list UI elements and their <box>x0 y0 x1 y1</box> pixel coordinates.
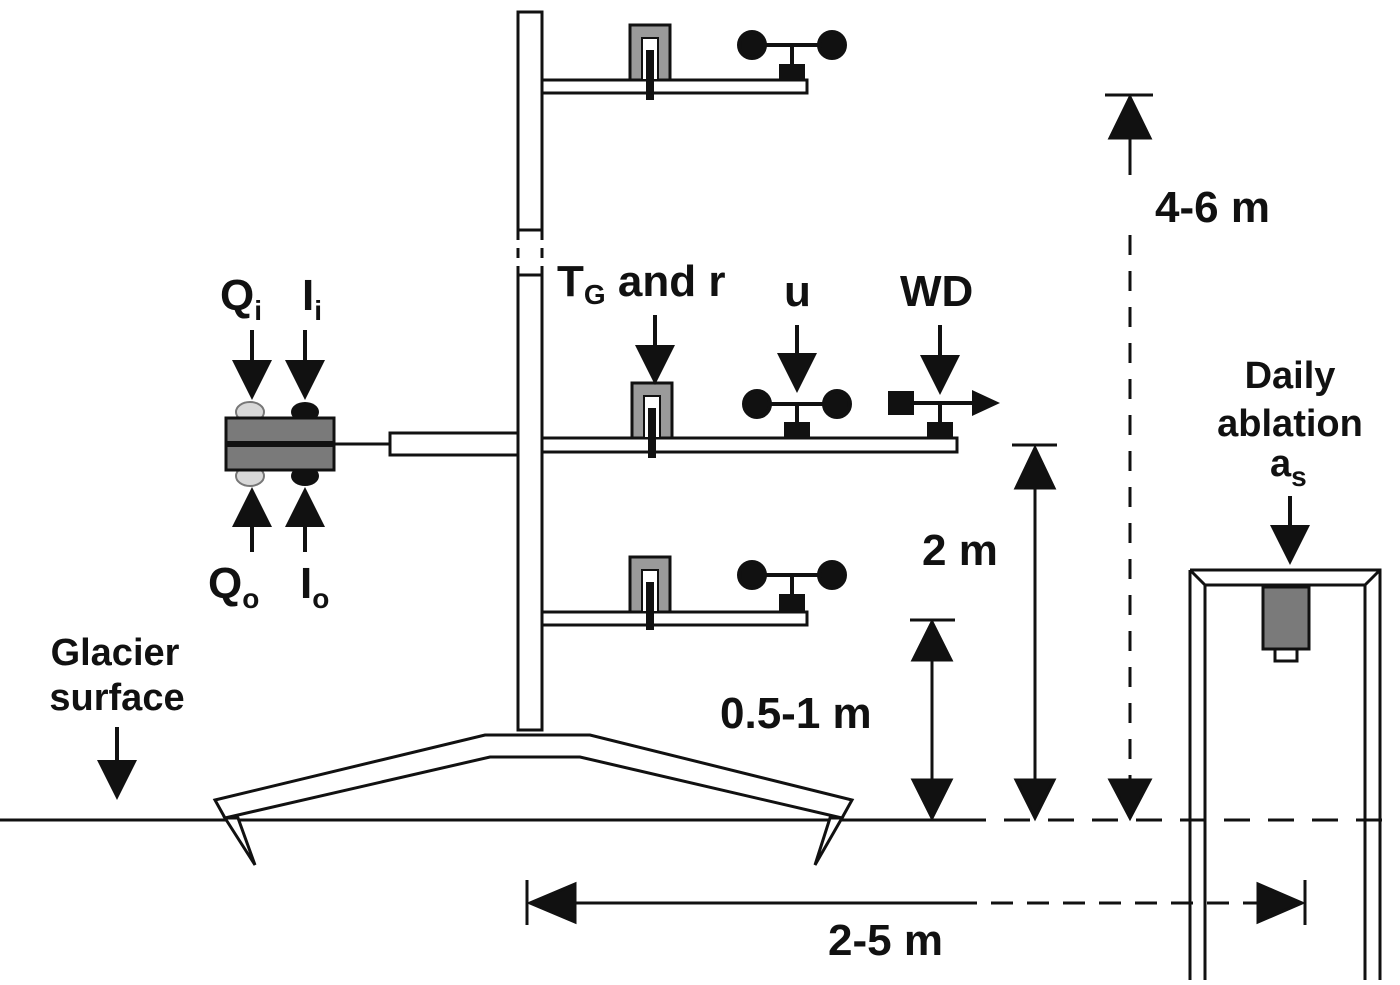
label-ablation: ablation <box>1217 403 1363 445</box>
net-radiometer <box>224 401 336 487</box>
height-dimension-top <box>1105 93 1153 822</box>
label-glacier: Glacier <box>51 632 180 674</box>
label-q-outgoing: Qo <box>208 559 259 614</box>
wind-vane <box>888 390 1000 438</box>
label-tg-and-r: TG and r <box>557 257 725 310</box>
dimension-label-top: 4-6 m <box>1155 183 1270 232</box>
arm-middle <box>335 431 959 457</box>
arm-top <box>540 78 809 95</box>
label-daily: Daily <box>1245 355 1336 397</box>
distance-dimension <box>525 880 1307 925</box>
label-wind-direction: WD <box>900 267 973 316</box>
height-dimension-low <box>910 618 955 822</box>
height-dimension-mid <box>1012 443 1057 822</box>
label-l-incoming: Ii <box>302 271 322 326</box>
anemometer-middle <box>742 389 852 438</box>
anemometer-low <box>737 560 847 612</box>
thermo-hygrometer-low <box>628 555 672 630</box>
label-wind-speed: u <box>784 267 811 316</box>
thermo-hygrometer-middle <box>630 381 674 458</box>
dimension-label-distance: 2-5 m <box>828 916 943 965</box>
label-as: as <box>1270 443 1307 492</box>
dimension-label-low: 0.5-1 m <box>720 689 872 738</box>
anemometer-top <box>737 30 847 80</box>
label-q-incoming: Qi <box>220 271 262 326</box>
label-surface: surface <box>49 677 184 719</box>
indicator-arrows <box>97 315 1310 800</box>
ablation-gauge <box>1188 568 1382 980</box>
tripod-base <box>212 733 855 866</box>
label-l-outgoing: Io <box>300 559 329 614</box>
thermo-hygrometer-top <box>628 23 672 100</box>
dimension-label-mid: 2 m <box>922 526 998 575</box>
mast <box>516 10 544 732</box>
arm-low <box>540 610 809 627</box>
